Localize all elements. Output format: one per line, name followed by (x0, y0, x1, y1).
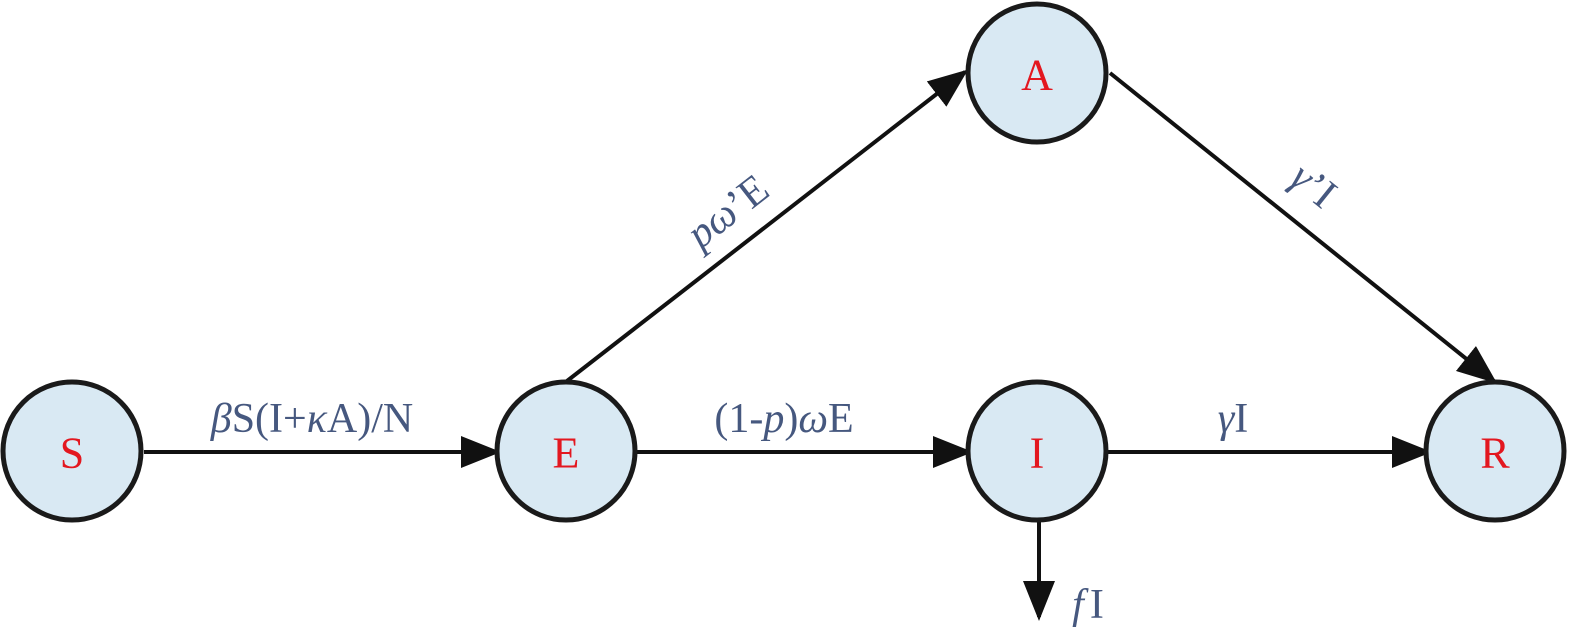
rate-s-to-e-part: κ (307, 396, 328, 442)
rate-e-to-i-part: (1- (714, 396, 763, 442)
edge-e-to-a-arrow (565, 69, 969, 383)
rate-e-to-i-part: ω (798, 396, 828, 442)
rate-i-to-r-part: γ (1218, 396, 1236, 442)
rate-s-to-e-part: β (210, 396, 232, 442)
node-i-label: I (1030, 429, 1045, 478)
rate-e-to-a-label: pω’E (676, 166, 778, 260)
node-r: R (1423, 379, 1567, 523)
node-r-label: R (1480, 429, 1510, 478)
rate-e-to-i-label: (1-p)ωE (714, 396, 853, 442)
node-e: E (494, 379, 638, 523)
rate-e-to-i-part: ) (784, 396, 798, 442)
node-e-label: E (553, 429, 580, 478)
rate-s-to-e-part: A)/N (327, 396, 413, 442)
edge-a-to-r-arrow (1108, 71, 1498, 384)
rate-s-to-e-label: βS(I+κA)/N (210, 396, 413, 442)
node-s-label: S (60, 429, 84, 478)
rate-i-out-part: I (1090, 582, 1104, 628)
rate-e-to-i-part: E (828, 396, 854, 442)
node-s: S (0, 379, 144, 523)
rate-i-to-r-part: I (1234, 396, 1248, 442)
rate-i-to-r-label: γI (1218, 396, 1249, 442)
node-a-label: A (1021, 51, 1053, 100)
rate-e-to-i-part: p (760, 396, 784, 442)
rate-a-to-r-label: γ’I (1281, 154, 1345, 218)
rate-i-out-part: f (1072, 582, 1089, 628)
node-a: A (965, 1, 1109, 145)
node-i: I (965, 379, 1109, 523)
rate-s-to-e-part: S(I+ (232, 396, 307, 442)
